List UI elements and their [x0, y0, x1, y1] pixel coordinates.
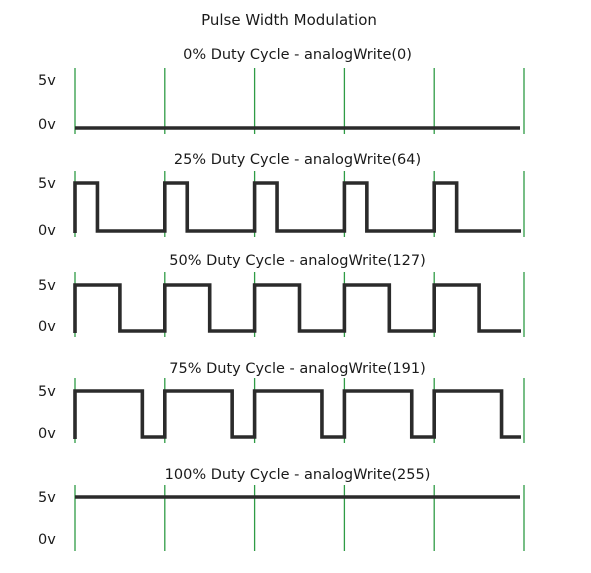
signal-trace: [73, 283, 521, 333]
diagram-title: Pulse Width Modulation: [201, 11, 377, 29]
waveform-panel-3: [73, 378, 525, 443]
panel-title-1: 25% Duty Cycle - analogWrite(64): [173, 152, 422, 168]
panel-title-4: 100% Duty Cycle - analogWrite(255): [164, 467, 431, 483]
panel-3-low-label: 0v: [38, 426, 56, 442]
waveform-panel-2: [73, 272, 525, 337]
waveform-panel-0: [74, 68, 525, 134]
panel-4-low-label: 0v: [38, 532, 56, 548]
panel-title-0: 0% Duty Cycle - analogWrite(0): [183, 47, 412, 63]
panel-1-low-label: 0v: [38, 223, 56, 239]
signal-trace: [73, 181, 521, 233]
panel-2-low-label: 0v: [38, 319, 56, 335]
waveform-panel-1: [73, 171, 525, 237]
waveform-panel-4: [74, 485, 525, 551]
panel-title-3: 75% Duty Cycle - analogWrite(191): [169, 361, 426, 377]
panel-0-high-label: 5v: [38, 73, 56, 89]
signal-trace: [73, 389, 521, 439]
panel-3-high-label: 5v: [38, 384, 56, 400]
panel-4-high-label: 5v: [38, 490, 56, 506]
panel-1-high-label: 5v: [38, 176, 56, 192]
panel-title-2: 50% Duty Cycle - analogWrite(127): [169, 253, 426, 269]
panel-2-high-label: 5v: [38, 278, 56, 294]
panel-0-low-label: 0v: [38, 117, 56, 133]
